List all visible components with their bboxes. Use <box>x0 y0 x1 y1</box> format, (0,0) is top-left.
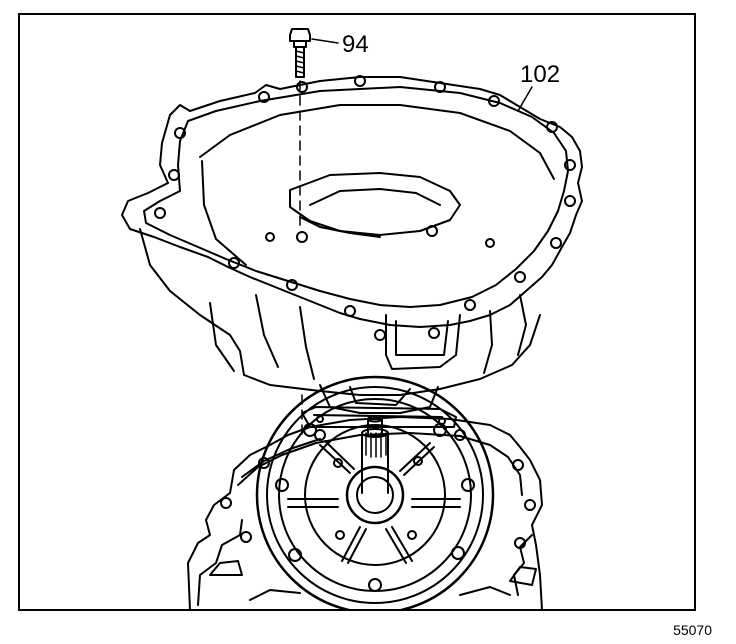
exploded-view-drawing <box>121 28 583 609</box>
oil-pump-assembly <box>255 375 495 609</box>
callout-bolt-94: 94 <box>342 31 369 58</box>
bell-housing <box>121 75 583 414</box>
bolt <box>289 28 339 436</box>
callout-housing-102: 102 <box>520 61 561 88</box>
diagram-frame: 94 102 <box>18 13 696 611</box>
transmission-case <box>187 416 543 609</box>
figure-number: 55070 <box>673 622 712 638</box>
